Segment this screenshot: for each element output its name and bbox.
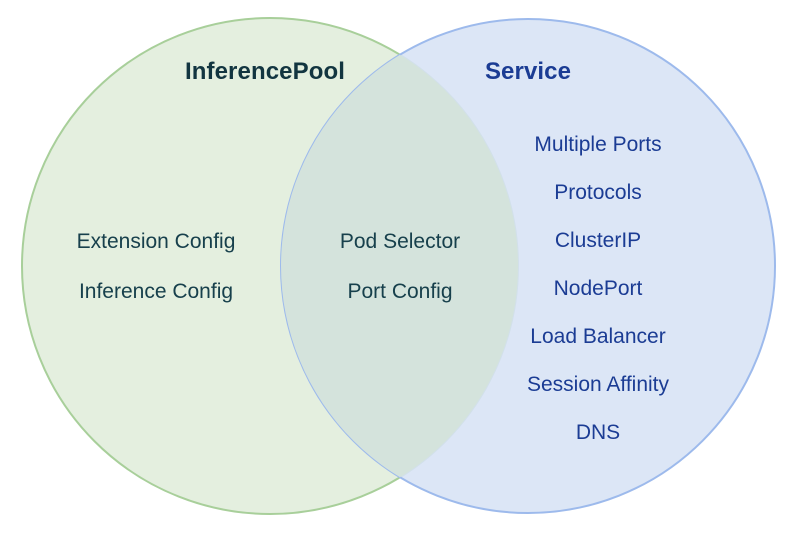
list-item: NodePort — [553, 277, 643, 300]
list-item: ClusterIP — [554, 229, 642, 252]
item-list-intersection: Pod Selector Port Config — [340, 231, 460, 302]
item-list-service: Multiple Ports Protocols ClusterIP NodeP… — [527, 134, 669, 443]
list-item: Extension Config — [76, 230, 236, 253]
list-item: Port Config — [347, 280, 453, 303]
item-list-inferencepool: Extension Config Inference Config — [77, 231, 236, 302]
list-item: DNS — [575, 421, 621, 444]
list-item: Inference Config — [78, 280, 234, 303]
list-item: Pod Selector — [339, 230, 461, 253]
circle-intersection — [281, 19, 518, 513]
list-item: Session Affinity — [526, 373, 670, 396]
set-title-service: Service — [484, 58, 572, 85]
list-item: Multiple Ports — [534, 133, 662, 156]
list-item: Load Balancer — [530, 325, 666, 348]
list-item: Protocols — [554, 181, 642, 204]
set-title-inferencepool: InferencePool — [184, 58, 346, 85]
